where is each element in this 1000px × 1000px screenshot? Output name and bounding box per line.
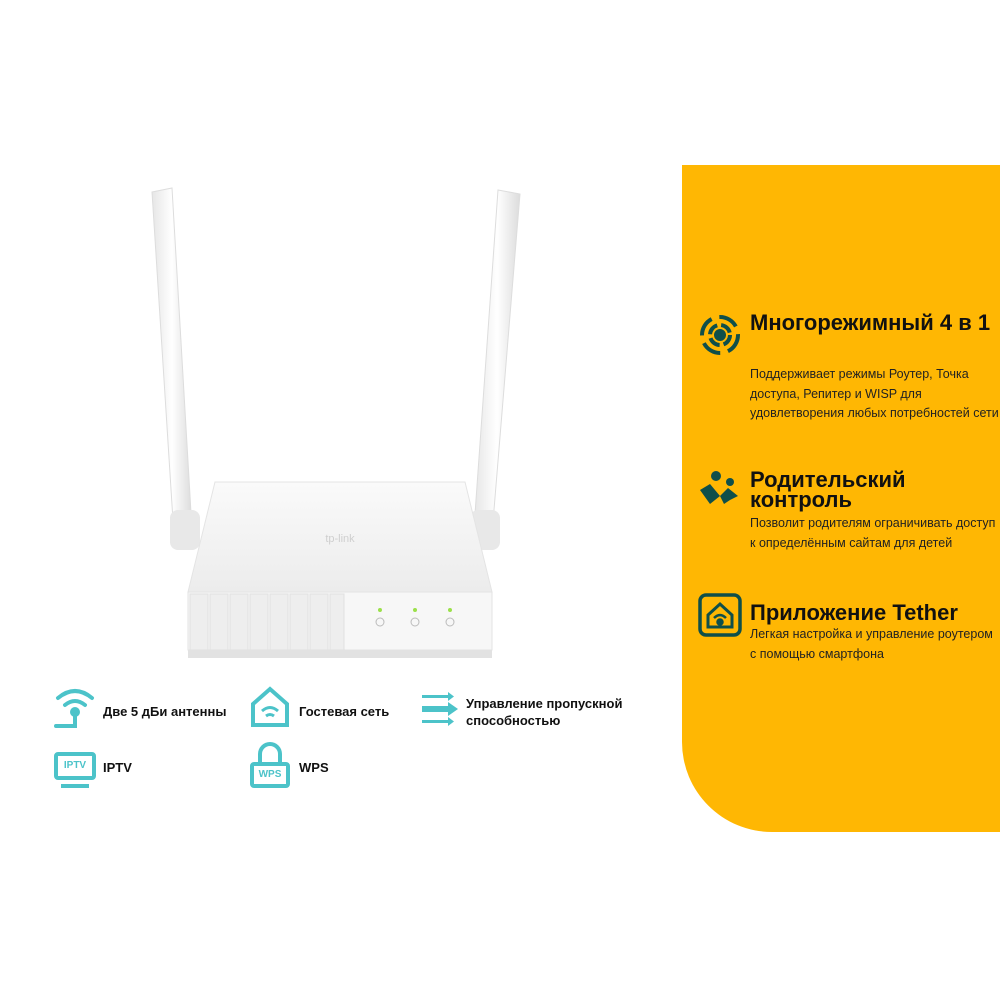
tether-app-icon [698, 593, 742, 637]
feature-title: Многорежимный 4 в 1 [750, 310, 991, 335]
right-antenna [473, 189, 521, 535]
features-panel: Многорежимный 4 в 1 Поддерживает режимы … [682, 165, 1000, 832]
left-antenna [151, 187, 193, 537]
status-leds [378, 608, 452, 612]
feature-description: Поддерживает режимы Роутер, Точка доступ… [750, 367, 999, 420]
multimode-icon [700, 315, 740, 355]
feature-title: Приложение Tether [750, 600, 958, 625]
guest-network-icon [251, 686, 289, 727]
feature-title: Родительский контроль [750, 467, 906, 512]
badge-label: IPTV [103, 760, 132, 775]
badge-label: Гостевая сеть [299, 704, 390, 719]
feature-description: Легкая настройка и управление роутером с… [750, 627, 993, 661]
badge-label: Две 5 дБи антенны [103, 704, 227, 719]
antenna-icon [54, 689, 94, 728]
wps-icon: WPS [250, 742, 290, 788]
iptv-icon: IPTV [54, 752, 96, 790]
feature-description: Позволит родителям ограничивать доступ к… [750, 516, 996, 550]
bandwidth-icon [422, 692, 458, 726]
badge-label: Управление пропускной способностью [466, 696, 623, 728]
parental-control-icon [700, 471, 738, 504]
badge-label: WPS [299, 760, 329, 775]
brand-logo: tp-link [325, 533, 355, 545]
router-image: tp-link [151, 187, 521, 658]
